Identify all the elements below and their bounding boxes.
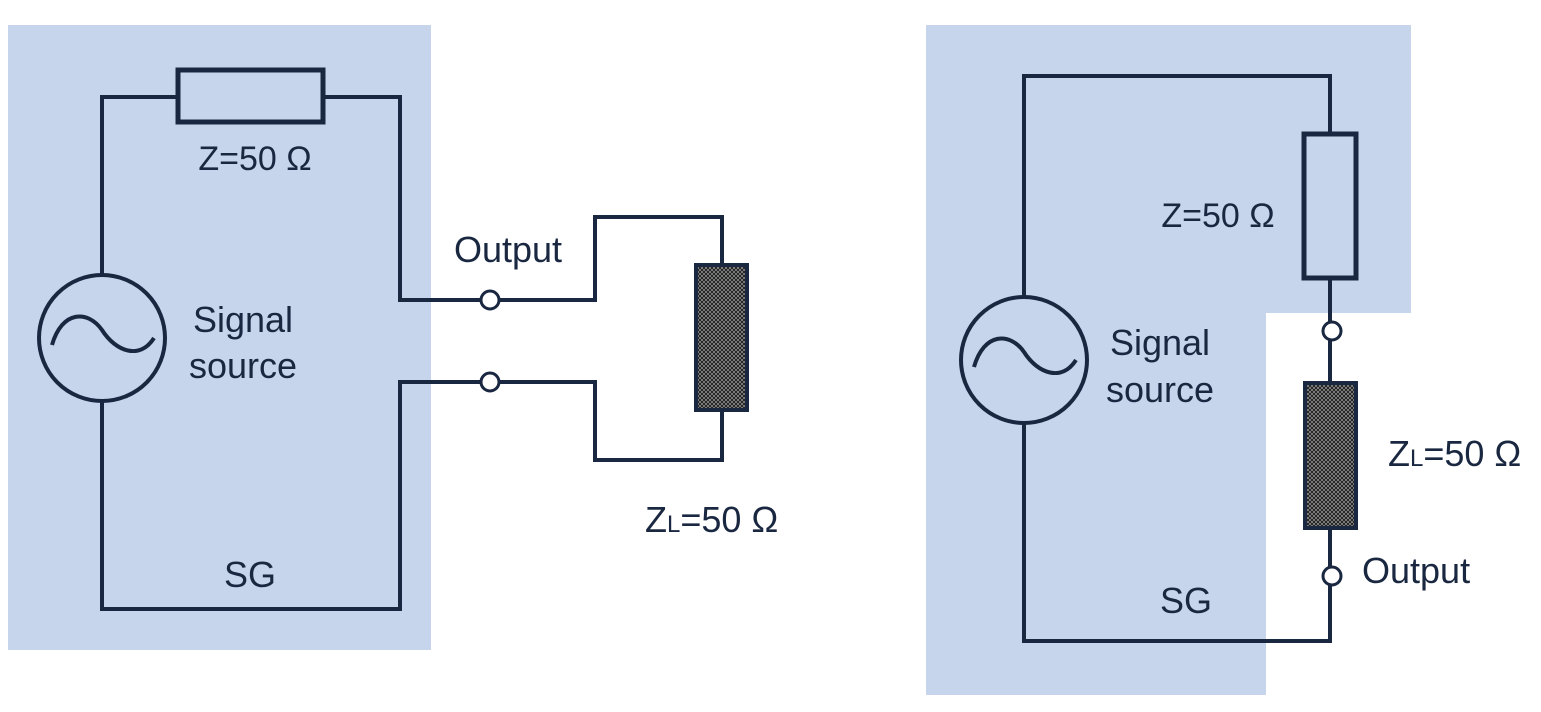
right-signal-source-icon [959, 295, 1089, 425]
left-output-terminal-top [479, 289, 501, 311]
left-output-label: Output [454, 229, 562, 270]
left-load-label: ZL=50 Ω [645, 499, 778, 540]
right-sg-label: SG [1160, 580, 1212, 621]
left-source-impedance [175, 67, 326, 125]
right-load-label-sub: L [1410, 445, 1423, 472]
left-load-label-main: Z [645, 499, 667, 540]
right-source-impedance [1301, 131, 1359, 281]
left-source-label-line1: Signal [193, 299, 293, 340]
right-impedance-label: Z=50 Ω [1161, 197, 1274, 235]
right-load-label-main: Z [1388, 433, 1410, 474]
left-load-label-sub: L [667, 511, 680, 538]
left-sg-box [8, 25, 431, 650]
right-output-label: Output [1362, 550, 1470, 591]
right-load-label: ZL=50 Ω [1388, 433, 1521, 474]
left-impedance-label: Z=50 Ω [198, 140, 311, 178]
right-circuit: Z=50 Ω Signal source SG ZL=50 Ω Output [926, 25, 1521, 695]
right-load-label-value: =50 Ω [1423, 433, 1521, 474]
left-load-label-value: =50 Ω [680, 499, 778, 540]
right-source-label-line2: source [1106, 369, 1214, 410]
left-sg-wiring [100, 95, 492, 611]
left-sg-label: SG [224, 554, 276, 595]
left-load-resistor [694, 263, 749, 412]
right-source-label-line1: Signal [1110, 322, 1210, 363]
right-circuit-wiring [1022, 74, 1332, 643]
right-sg-box [926, 25, 1411, 695]
left-signal-source-icon [37, 273, 167, 403]
left-source-label-line2: source [189, 345, 297, 386]
right-output-terminal-top [1321, 320, 1343, 342]
left-load-wiring [488, 215, 724, 462]
left-output-terminal-bottom [479, 371, 501, 393]
right-load-resistor [1303, 381, 1358, 530]
right-output-terminal-bottom [1321, 565, 1343, 587]
left-circuit: Z=50 Ω Signal source SG Output ZL=50 Ω [8, 25, 778, 650]
